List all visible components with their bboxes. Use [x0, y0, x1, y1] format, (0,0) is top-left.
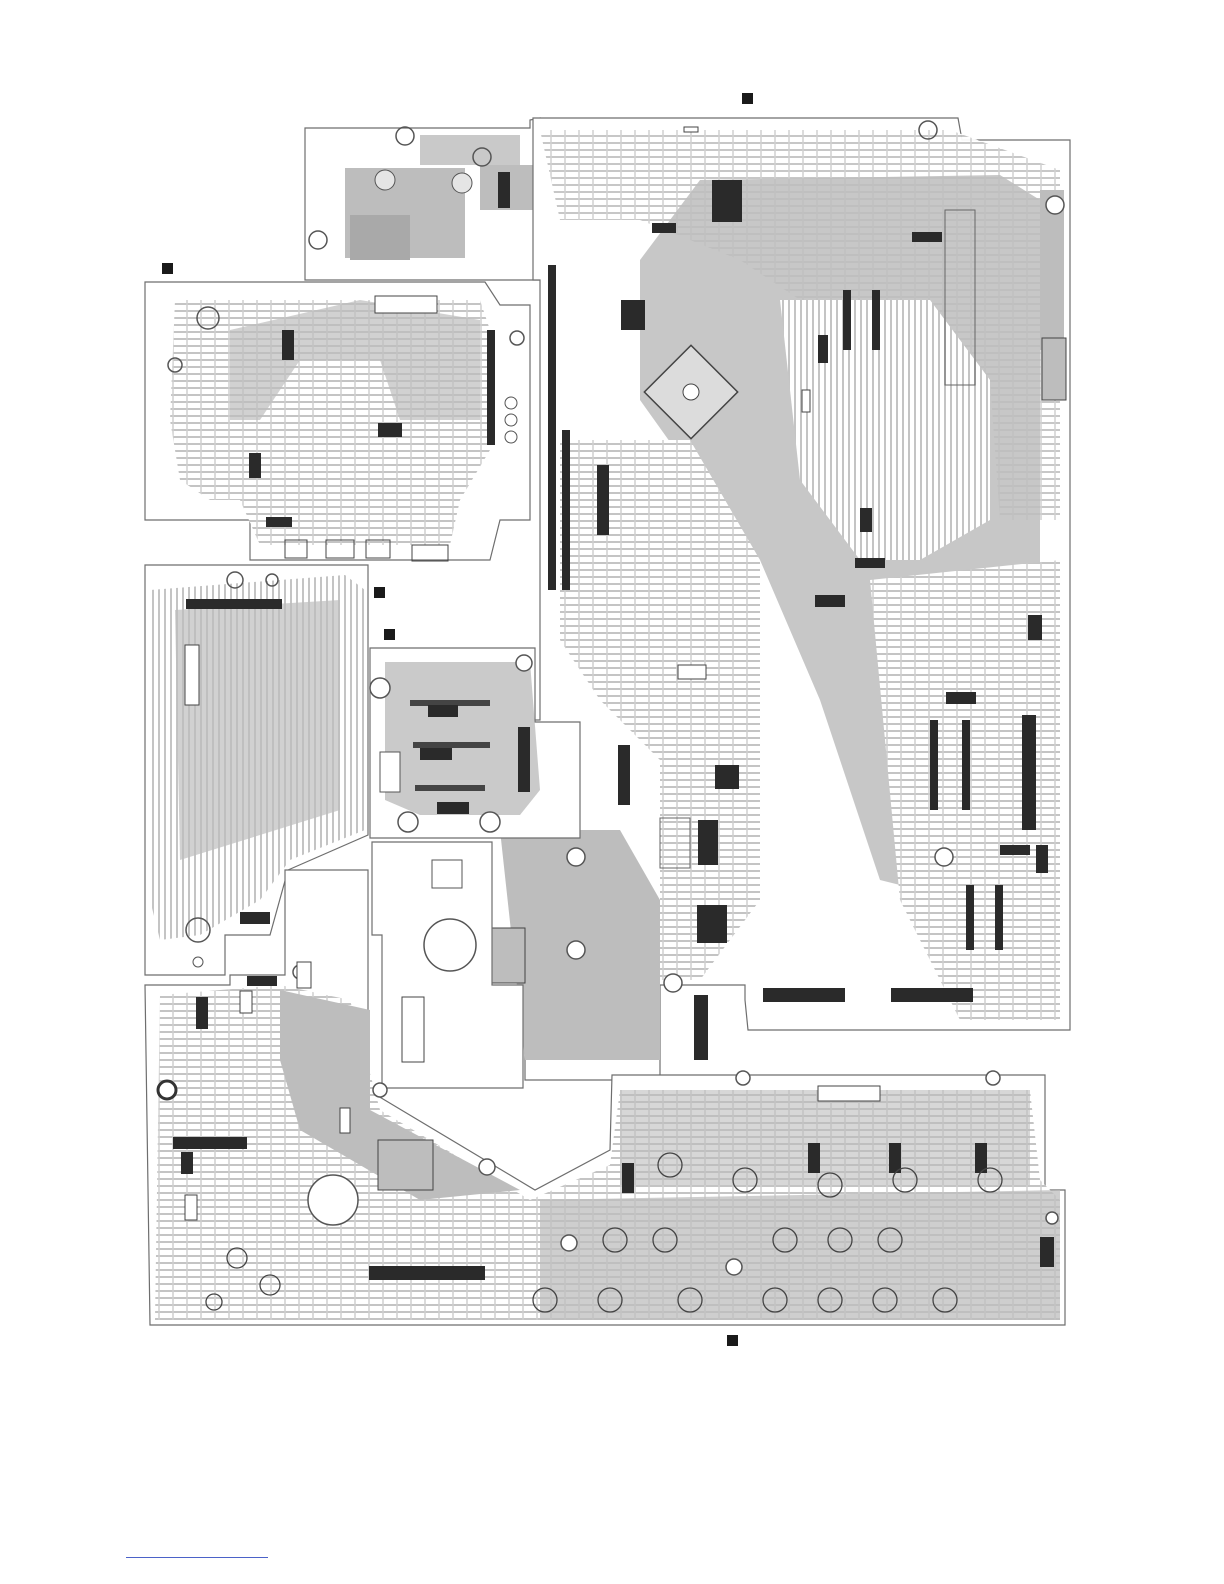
marker-top-main [742, 93, 753, 104]
board-left-upper [145, 282, 530, 561]
marker-sub-board [384, 629, 395, 640]
board-main [490, 118, 1070, 1080]
marker-left-amp [162, 263, 173, 274]
marker-bottom [727, 1335, 738, 1346]
footer-rule [126, 1557, 268, 1558]
marker-mid-power [374, 587, 385, 598]
